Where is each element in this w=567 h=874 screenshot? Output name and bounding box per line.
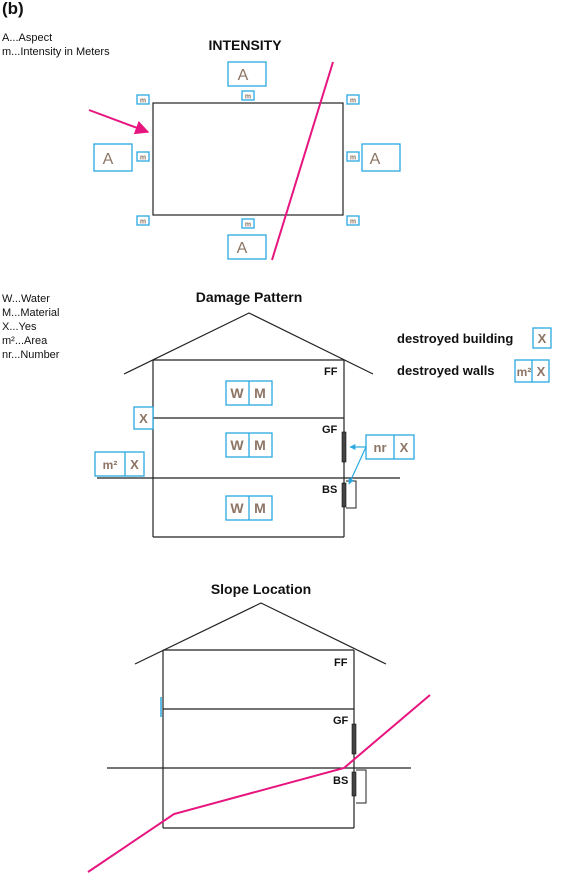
key-destroyed-building-label: destroyed building [397, 331, 513, 346]
slope-profile-line [87, 694, 431, 873]
slope-title: Slope Location [211, 581, 311, 597]
water-material-box-bs: W M [225, 495, 273, 521]
slope-section: Slope Location FF GF BS [87, 581, 431, 873]
svg-text:m²: m² [517, 365, 532, 379]
damage-floor-bs: BS [322, 484, 337, 496]
intensity-section: A...Aspect m...Intensity in Meters INTEN… [2, 32, 401, 261]
damage-title: Damage Pattern [196, 289, 303, 305]
meter-box-middle-left: m [136, 151, 150, 162]
meter-box-top-middle: m [241, 90, 255, 101]
damage-wall-mark-gf [341, 431, 347, 463]
svg-text:m²: m² [103, 458, 118, 472]
svg-text:m: m [245, 222, 251, 229]
number-arrow-bs [348, 446, 367, 485]
slope-bs-bracket [356, 769, 367, 804]
key-destroyed-walls-box: m² X [514, 359, 550, 383]
damage-floor-gf: GF [322, 424, 338, 436]
intensity-title: INTENSITY [208, 37, 282, 53]
meter-box-top-left: m [136, 94, 150, 105]
aspect-box-top: A [227, 61, 267, 87]
water-material-box-gf: W M [225, 432, 273, 458]
svg-text:M: M [254, 385, 266, 401]
aspect-box-right: A [361, 143, 401, 172]
meter-box-middle-right: m [346, 151, 360, 162]
svg-text:M: M [254, 500, 266, 516]
svg-text:X: X [400, 440, 409, 455]
slope-floor-bs: BS [333, 775, 348, 787]
svg-text:m: m [245, 94, 251, 101]
legend-aspect: A...Aspect [2, 32, 52, 44]
aspect-box-left: A [93, 143, 133, 172]
trajectory-line [271, 61, 334, 261]
svg-text:m: m [140, 155, 146, 162]
damage-section: W...Water M...Material X...Yes m²...Area… [2, 289, 552, 538]
key-destroyed-building-box: X [532, 327, 552, 349]
damage-house-roof [123, 312, 374, 375]
svg-text:X: X [139, 411, 148, 426]
svg-text:m: m [350, 98, 356, 105]
destroyed-wall-area-box: m² X [94, 451, 145, 477]
aspect-box-right-label: A [370, 151, 381, 168]
svg-text:m: m [350, 219, 356, 226]
meter-box-bottom-right: m [346, 215, 360, 226]
meter-box-bottom-middle: m [241, 218, 255, 229]
aspect-box-top-label: A [238, 67, 249, 84]
slope-wall-mark-bs [351, 771, 357, 797]
svg-text:X: X [130, 457, 139, 472]
legend-water: W...Water [2, 293, 50, 305]
legend-number: nr...Number [2, 349, 60, 361]
damage-wall-mark-bs [341, 482, 347, 508]
aspect-box-bottom: A [227, 234, 267, 260]
svg-text:W: W [230, 500, 244, 516]
damage-bs-bracket [346, 480, 357, 509]
svg-text:m: m [140, 98, 146, 105]
panel-label: (b) [2, 0, 24, 18]
slope-floor-ff: FF [334, 657, 348, 669]
legend-area: m²...Area [2, 335, 48, 347]
building-footprint [152, 102, 344, 216]
meter-box-top-right: m [346, 94, 360, 105]
impact-direction-arrow [88, 109, 150, 135]
water-material-box-ff: W M [225, 380, 273, 406]
slope-house-roof [134, 602, 387, 665]
svg-text:m: m [350, 155, 356, 162]
slope-floor-gf: GF [333, 715, 349, 727]
aspect-box-bottom-label: A [237, 240, 248, 257]
damage-floor-ff: FF [324, 366, 338, 378]
key-destroyed-walls-label: destroyed walls [397, 363, 495, 378]
svg-text:m: m [140, 219, 146, 226]
slope-wall-mark-gf [351, 723, 357, 755]
legend-intensity-meters: m...Intensity in Meters [2, 46, 110, 58]
svg-text:X: X [538, 331, 547, 346]
svg-text:M: M [254, 437, 266, 453]
aspect-box-left-label: A [103, 151, 114, 168]
legend-material: M...Material [2, 307, 59, 319]
svg-text:X: X [537, 364, 546, 379]
svg-text:nr: nr [374, 440, 387, 455]
legend-yes: X...Yes [2, 321, 37, 333]
destroyed-building-box: X [133, 406, 154, 430]
svg-text:W: W [230, 437, 244, 453]
svg-text:W: W [230, 385, 244, 401]
meter-box-bottom-left: m [136, 215, 150, 226]
number-box: nr X [365, 434, 415, 460]
